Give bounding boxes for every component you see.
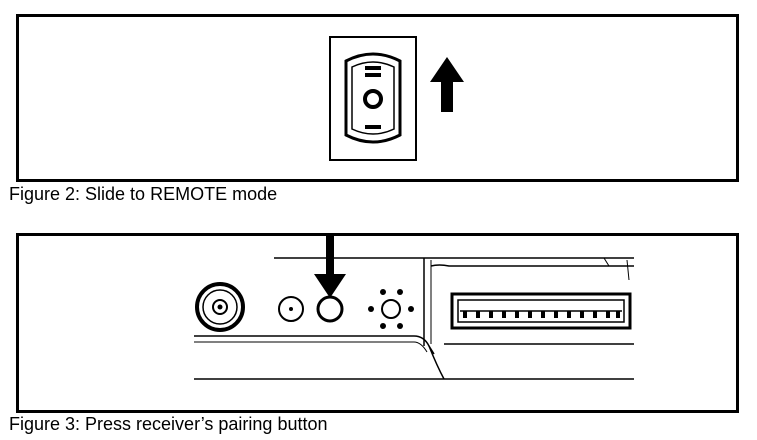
pairing-button [316,295,344,323]
right-section-corner-mark [603,257,610,267]
speaker-center-hole [381,299,401,319]
off-circle-symbol [363,89,383,109]
speaker-hole [380,289,386,295]
speaker-hole [380,323,386,329]
antenna-connector-ring [202,289,238,325]
figure-2-caption: Figure 2: Slide to REMOTE mode [9,184,278,204]
dash-symbol [365,125,381,129]
speaker-hole [397,323,403,329]
speaker-hole [408,306,414,312]
right-section-edge-mark [626,259,630,281]
status-led-center [289,307,293,311]
arrow-up-icon [430,57,464,112]
antenna-connector-pin [217,304,223,310]
antenna-connector-inner [212,299,228,315]
figure-2-illustration [329,36,464,161]
equal-symbol-bottom [365,73,381,77]
rocker-switch [344,52,402,144]
speaker-hole [368,306,374,312]
receiver-corner-curve [428,345,445,380]
right-section-top [430,264,634,267]
speaker-hole [397,289,403,295]
receiver-face-lower-edge-inner [194,341,428,353]
pin-header-pins [463,311,620,318]
figure-3-frame [16,233,739,413]
rocker-inner-outline [351,61,395,135]
figure-3-illustration [194,236,634,380]
arrow-down-icon [314,236,346,298]
pin-header-inner [457,299,625,323]
equal-symbol-top [365,66,381,70]
receiver-face-lower-edge [194,335,435,355]
figure-2-frame [16,14,739,182]
figure-3-caption: Figure 3: Press receiver’s pairing butto… [9,414,328,434]
